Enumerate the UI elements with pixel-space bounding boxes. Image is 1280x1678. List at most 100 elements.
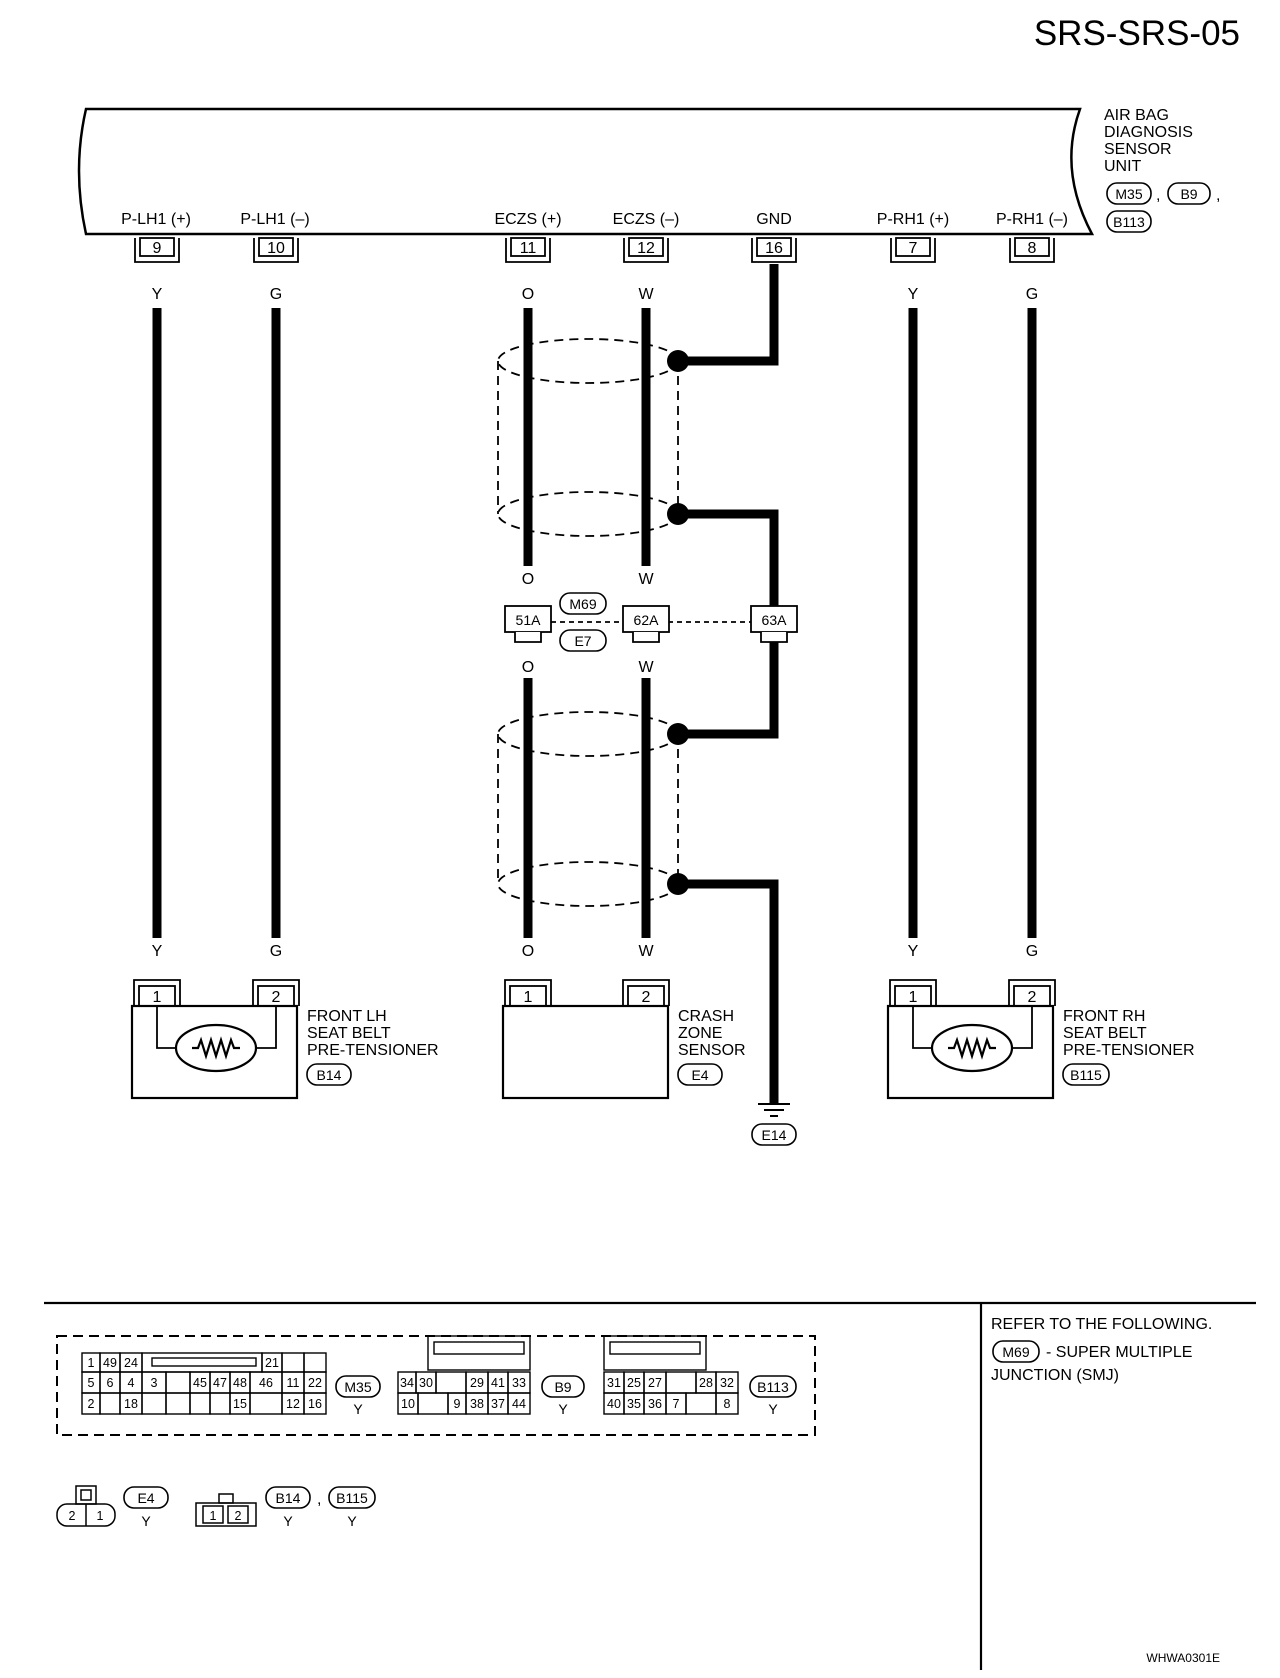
wire-gnd-shield-lower-bottom — [686, 879, 779, 1104]
m35-view-name: M35 — [344, 1379, 371, 1395]
b9-r2-c4: 29 — [470, 1376, 484, 1390]
connector-view-b113: 31 25 27 28 32 40 35 36 7 8 B113 Y — [603, 1335, 797, 1417]
m35-r2-c7: 47 — [213, 1376, 227, 1390]
terminal-label-p-rh1-minus: P-RH1 (–) — [996, 211, 1068, 228]
lh-connector-b14: B14 — [317, 1067, 342, 1083]
b113-view-name: B113 — [757, 1379, 789, 1395]
lh-name-line-2: SEAT BELT — [307, 1025, 391, 1042]
wire-color-9-top: Y — [152, 286, 163, 303]
b113-r2-c5: 28 — [699, 1376, 713, 1390]
lh-pin-2: 2 — [272, 989, 281, 1006]
rh-pin-2: 2 — [1028, 989, 1037, 1006]
wire-color-11-mid-upper: O — [522, 571, 534, 588]
b9-r2-c6: 33 — [512, 1376, 526, 1390]
wire-color-12-mid-upper: W — [638, 571, 654, 588]
unit-outline — [77, 107, 1095, 236]
e4-view-color: Y — [141, 1513, 151, 1529]
wire-color-labels: Y G O W Y G O W O W Y G O W Y G — [152, 286, 1039, 960]
b14-pin-2: 2 — [235, 1509, 242, 1523]
unit-connector-b113: B113 — [1113, 214, 1145, 230]
page-title: SRS-SRS-05 — [1034, 14, 1240, 53]
terminal-label-eczs-minus: ECZS (–) — [613, 211, 680, 228]
m35-r3-c8: 15 — [233, 1397, 247, 1411]
wire-color-11-top: O — [522, 286, 534, 303]
b14-pin-1: 1 — [210, 1509, 217, 1523]
refer-note: REFER TO THE FOLLOWING. M69 - SUPER MULT… — [991, 1316, 1212, 1384]
refer-text-2: JUNCTION (SMJ) — [991, 1367, 1119, 1384]
pin-8 — [1009, 237, 1055, 263]
terminal-label-gnd: GND — [756, 211, 792, 228]
unit-connector-badge-b9 — [1167, 182, 1211, 205]
czs-name-line-3: SENSOR — [678, 1042, 746, 1059]
lh-pin-1: 1 — [153, 989, 162, 1006]
shield-drain-dots — [667, 350, 689, 895]
czs-name-line-1: CRASH — [678, 1008, 734, 1025]
wire-color-7-top: Y — [908, 286, 919, 303]
b9-r2-c5: 41 — [491, 1376, 505, 1390]
unit-connector-b9: B9 — [1180, 186, 1197, 202]
unit-name-line-3: SENSOR — [1104, 141, 1172, 158]
pin-7 — [890, 237, 936, 263]
junction-pin-51a: 51A — [516, 612, 542, 628]
pin-number-9: 9 — [153, 240, 162, 257]
unit-name-line-2: DIAGNOSIS — [1104, 124, 1193, 141]
lh-name-line-1: FRONT LH — [307, 1008, 387, 1025]
b9-r3-c5: 37 — [491, 1397, 505, 1411]
wire-color-12-mid-lower: W — [638, 659, 654, 676]
rh-pin-1: 1 — [909, 989, 918, 1006]
ground-connector-e14: E14 — [762, 1127, 787, 1143]
czs-connector-e4: E4 — [691, 1067, 708, 1083]
wire-gnd-shield-lower-top — [686, 642, 779, 739]
m35-r2-c1: 5 — [88, 1376, 95, 1390]
b113-r2-c2: 25 — [627, 1376, 641, 1390]
terminal-label-p-lh1-plus: P-LH1 (+) — [121, 211, 191, 228]
crash-zone-sensor: 1 2 CRASH ZONE SENSOR E4 — [501, 979, 746, 1100]
m35-r2-c9: 46 — [259, 1376, 273, 1390]
ground-symbol — [751, 1103, 797, 1146]
b9-view-color: Y — [558, 1401, 568, 1417]
e4-view-name: E4 — [137, 1490, 154, 1506]
wire-color-11-bottom: O — [522, 943, 534, 960]
m35-r2-c6: 45 — [193, 1376, 207, 1390]
e4-pin-2: 2 — [69, 1509, 76, 1523]
connector-view-m35: 1 49 24 21 5 6 4 3 45 47 48 46 11 22 2 1… — [81, 1352, 381, 1417]
junction-pin-62a: 62A — [634, 612, 660, 628]
refer-connector-m69: M69 — [1002, 1344, 1029, 1360]
wire-color-12-bottom: W — [638, 943, 654, 960]
wire-gnd-shield-upper-top — [686, 264, 779, 366]
b9-view-name: B9 — [554, 1379, 571, 1395]
b14-b115-separator: , — [317, 1491, 321, 1508]
wire-color-8-bottom: G — [1026, 943, 1038, 960]
terminal-pin-numbers: 9 10 11 12 16 7 8 — [153, 240, 1037, 257]
b113-r2-c1: 31 — [607, 1376, 621, 1390]
wire-color-10-top: G — [270, 286, 282, 303]
unit-connector-separator-1: , — [1156, 187, 1160, 204]
unit-name-line-4: UNIT — [1104, 158, 1142, 175]
wires — [152, 264, 1037, 1104]
m35-r3-c11: 16 — [308, 1397, 322, 1411]
m35-r1-c2: 49 — [103, 1356, 117, 1370]
b9-r2-c2: 30 — [419, 1376, 433, 1390]
m35-r2-c10: 11 — [287, 1376, 300, 1390]
m35-r1-c9: 21 — [265, 1356, 279, 1370]
m35-r2-c2: 6 — [107, 1376, 114, 1390]
junction-connector-e7: E7 — [574, 633, 591, 649]
front-lh-pretensioner: 1 2 FRONT LH SEAT BELT PRE-TENSIONER B14 — [130, 979, 439, 1100]
unit-connector-badge-b113 — [1106, 210, 1152, 233]
b113-r3-c2: 35 — [627, 1397, 641, 1411]
e4-pin-1: 1 — [97, 1509, 104, 1523]
rh-connector-b115: B115 — [1070, 1067, 1102, 1083]
unit-name-line-1: AIR BAG — [1104, 107, 1169, 124]
junction-pin-63a: 63A — [762, 612, 788, 628]
b113-view-color: Y — [768, 1401, 778, 1417]
terminal-pins — [134, 237, 1055, 263]
connector-view-e4: 2 1 E4 Y — [56, 1485, 169, 1529]
b9-r3-c1: 10 — [401, 1397, 415, 1411]
wire-shields — [497, 338, 679, 907]
unit-connector-badge-m35 — [1106, 182, 1152, 205]
wire-color-11-mid-lower: O — [522, 659, 534, 676]
m35-r2-c4: 3 — [151, 1376, 158, 1390]
terminal-label-p-rh1-plus: P-RH1 (+) — [877, 211, 949, 228]
czs-name-line-2: ZONE — [678, 1025, 722, 1042]
connector-view-b14-b115: 1 2 B14 , B115 Y Y — [195, 1486, 376, 1529]
